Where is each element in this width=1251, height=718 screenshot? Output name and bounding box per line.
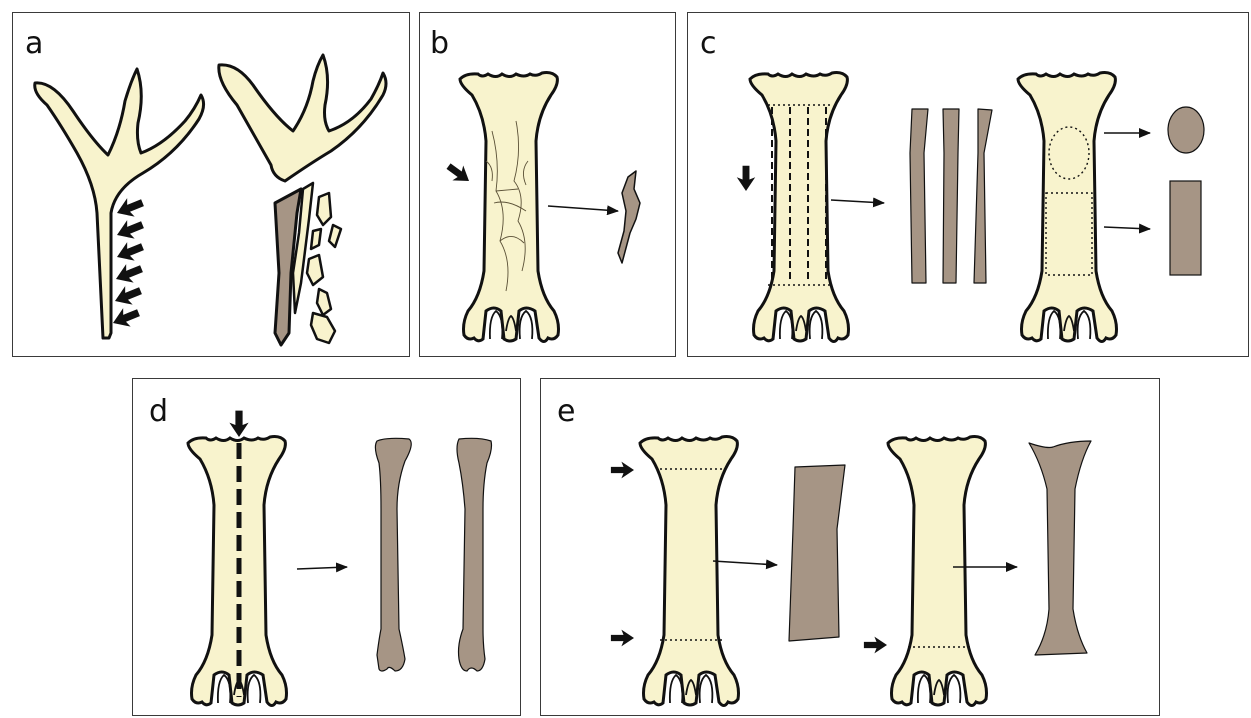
bone-splinter (618, 171, 640, 263)
blank-diaphysis-long (1029, 441, 1091, 655)
groove-direction-arrow (737, 166, 755, 191)
result-arrow-c1 (831, 200, 884, 203)
blanks-strips (910, 109, 992, 283)
result-arrow-e1 (713, 561, 777, 565)
panel-a: a (12, 12, 410, 357)
panel-d-drawing (133, 379, 522, 717)
panel-e-drawing (541, 379, 1161, 717)
split-direction-arrow (229, 411, 248, 437)
antler-split-fragments (293, 183, 341, 343)
bone-c-cutout (1018, 73, 1117, 342)
bone-b (460, 73, 559, 342)
panel-b: b (419, 12, 676, 357)
saw-arrow-top (611, 462, 634, 479)
saw-arrow-e2 (864, 637, 887, 654)
result-arrow-d (297, 567, 347, 569)
percussion-arrows (109, 193, 146, 332)
antler-split-upper (219, 55, 386, 181)
saw-arrow-bottom (611, 630, 634, 647)
bone-c-grooved (750, 73, 849, 342)
panel-c-drawing (688, 13, 1250, 358)
blank-disc (1168, 107, 1204, 153)
result-arrow-b (548, 206, 618, 211)
split-halves (375, 438, 491, 671)
panel-d: d (132, 378, 521, 716)
result-arrow-c3 (1104, 227, 1150, 229)
panel-c: c (687, 12, 1249, 357)
panel-e: e (540, 378, 1160, 716)
panel-b-drawing (420, 13, 677, 358)
impact-arrow (443, 159, 474, 189)
bone-d (188, 437, 287, 706)
bone-e1 (640, 437, 739, 706)
panel-a-drawing (13, 13, 411, 358)
blank-plaque (1170, 181, 1201, 275)
blank-diaphysis-short (789, 465, 845, 641)
bone-e2 (888, 437, 987, 706)
